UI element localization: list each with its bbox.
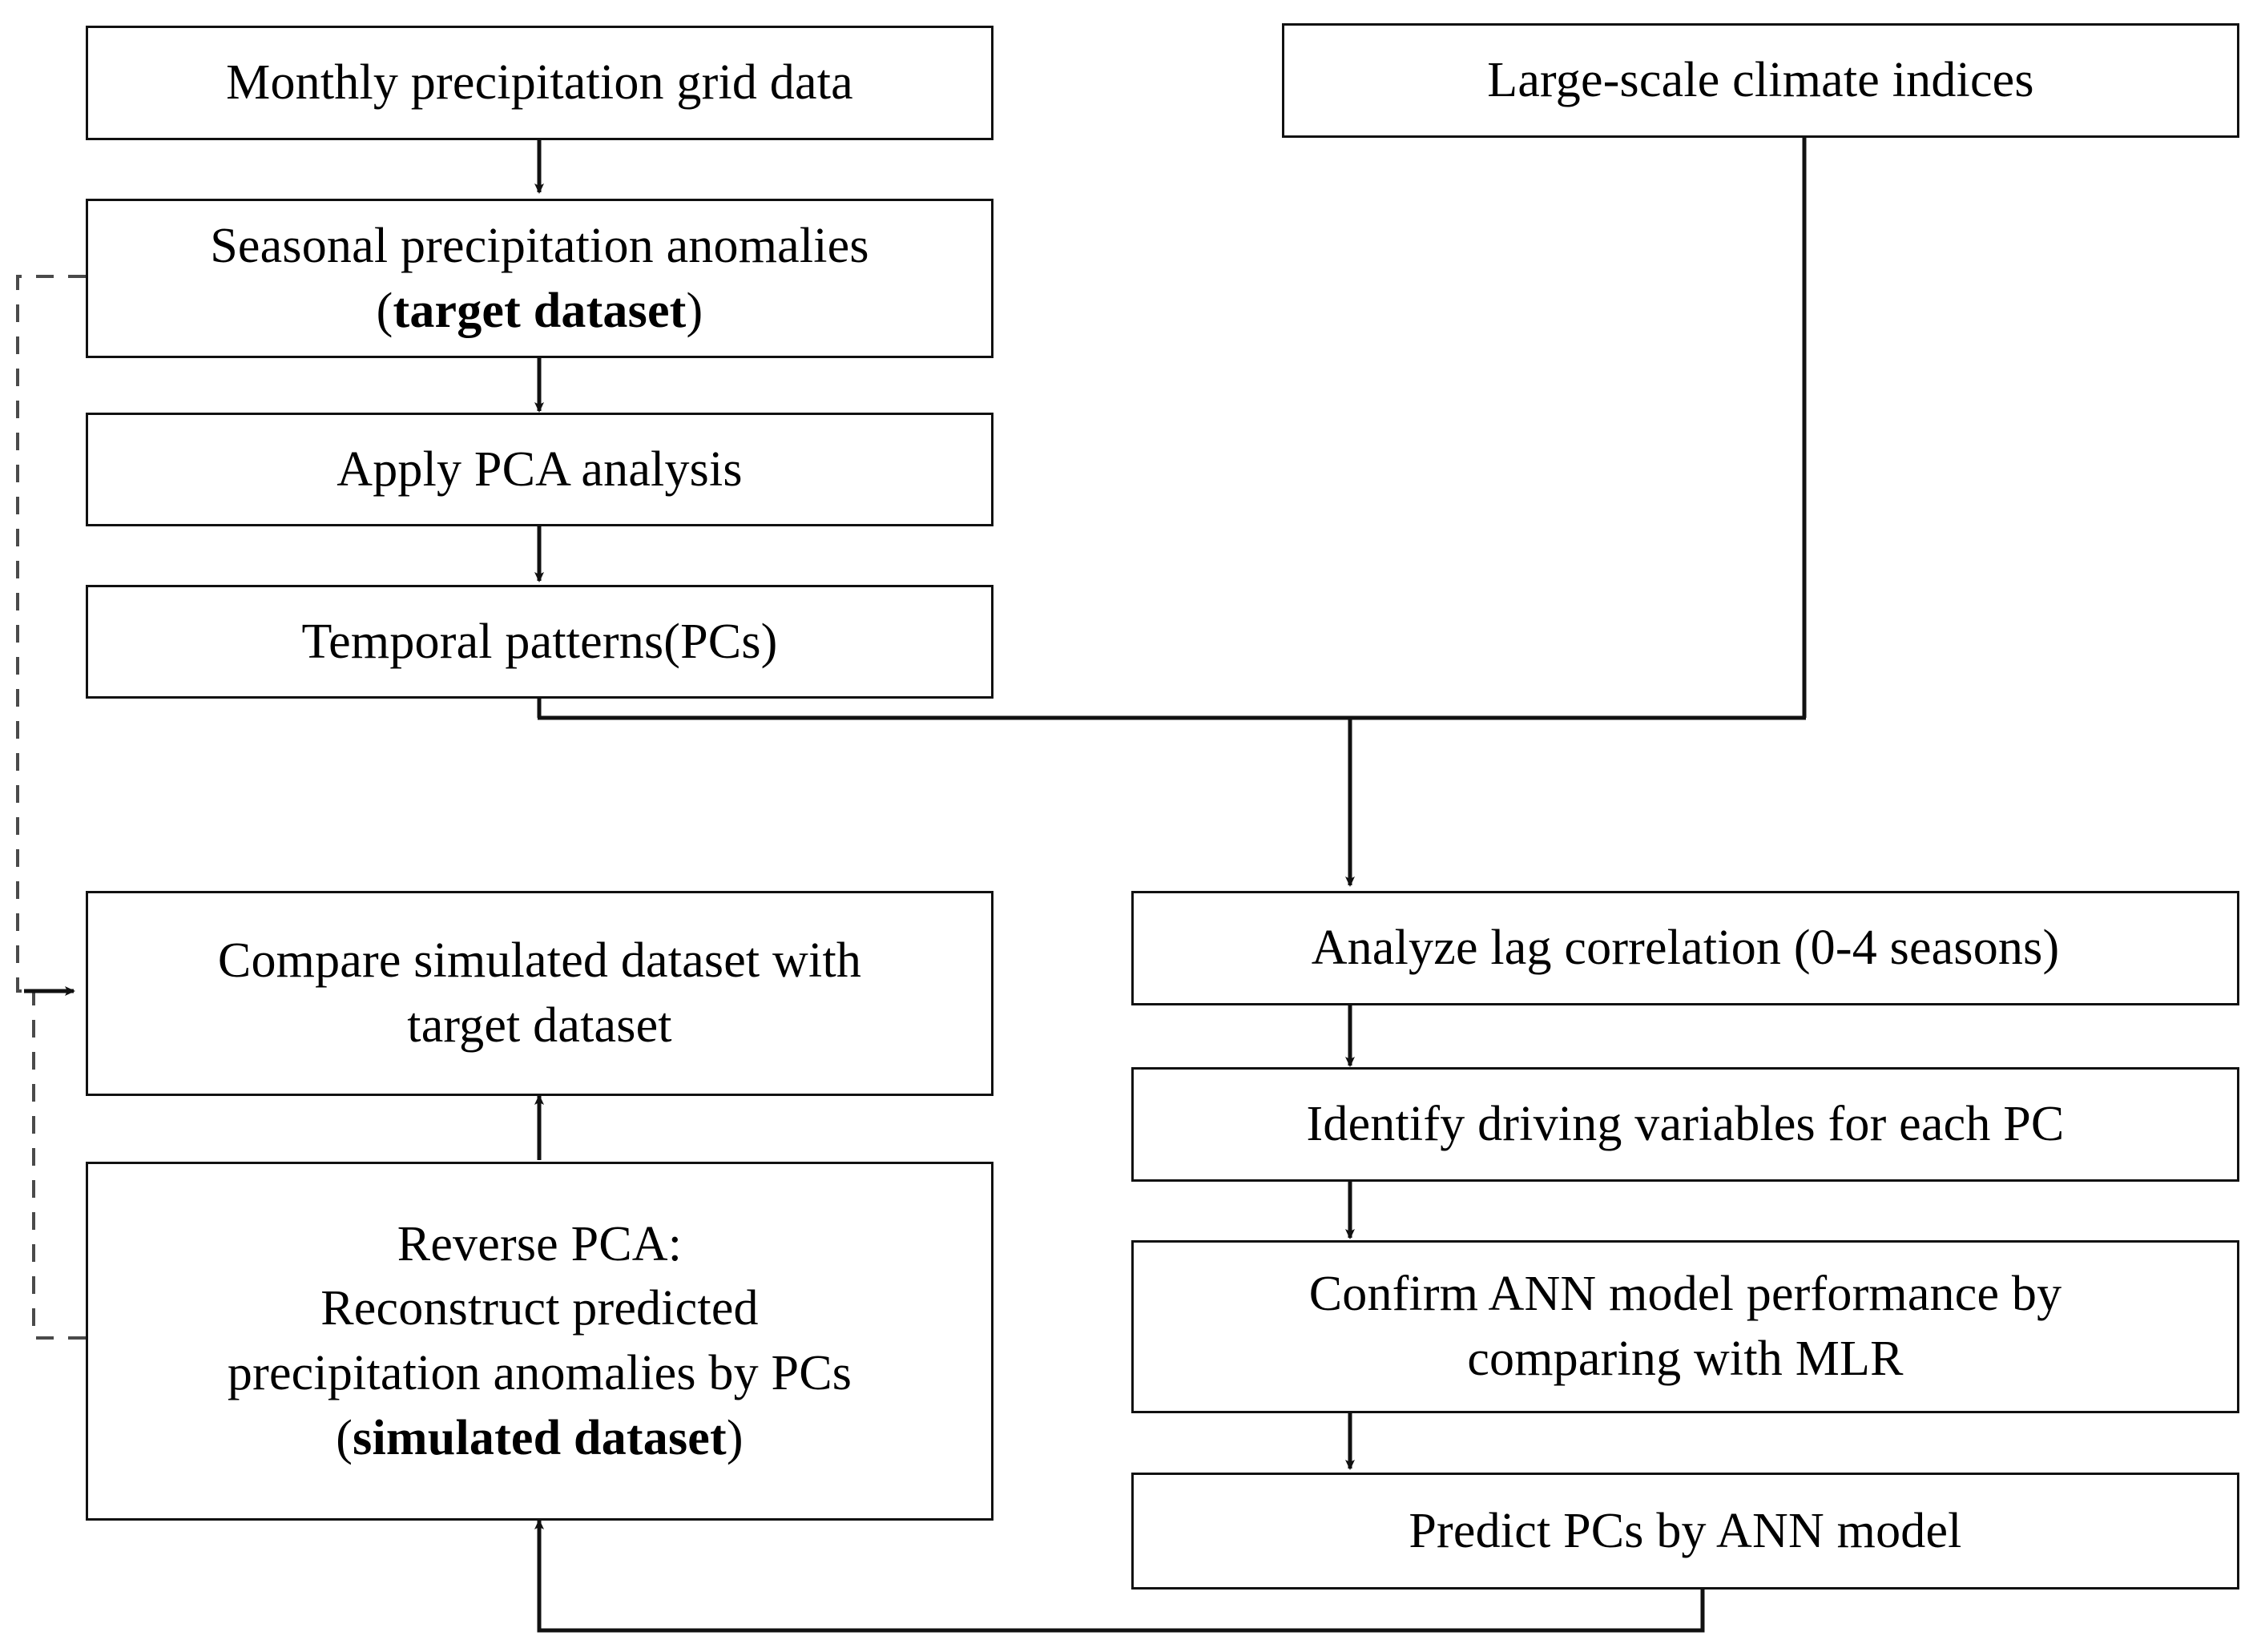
node-line: Apply PCA analysis xyxy=(337,441,743,497)
node-identify-driving-variables[interactable]: Identify driving variables for each PC xyxy=(1131,1067,2239,1182)
edge-seasonal-dashed-rail xyxy=(16,275,86,993)
node-line: Reconstruct predicted xyxy=(320,1281,759,1336)
node-line: Analyze lag correlation (0-4 seasons) xyxy=(1311,921,2060,976)
edge-predict-to-reverse-loop xyxy=(534,1519,1705,1633)
node-line: Large-scale climate indices xyxy=(1487,53,2034,108)
emphasis-text: simulated dataset xyxy=(353,1410,727,1465)
node-large-scale-climate-indices[interactable]: Large-scale climate indices xyxy=(1282,23,2239,138)
node-analyze-lag-correlation[interactable]: Analyze lag correlation (0-4 seasons) xyxy=(1131,891,2239,1005)
node-line: comparing with MLR xyxy=(1467,1332,1904,1386)
node-line: Compare simulated dataset with xyxy=(217,933,862,989)
node-confirm-ann-model-performance[interactable]: Confirm ANN model performance by compari… xyxy=(1131,1240,2239,1413)
emphasis-text: target dataset xyxy=(393,283,687,338)
node-line-bold: (simulated dataset) xyxy=(336,1410,744,1465)
node-compare-simulated-with-target[interactable]: Compare simulated dataset with target da… xyxy=(86,891,993,1096)
node-apply-pca-analysis[interactable]: Apply PCA analysis xyxy=(86,413,993,526)
node-monthly-precipitation-grid-data[interactable]: Monthly precipitation grid data xyxy=(86,26,993,140)
node-line: Monthly precipitation grid data xyxy=(226,55,853,111)
node-temporal-patterns-pcs[interactable]: Temporal patterns(PCs) xyxy=(86,585,993,699)
node-reverse-pca-reconstruct[interactable]: Reverse PCA: Reconstruct predicted preci… xyxy=(86,1162,993,1521)
node-line: Temporal patterns(PCs) xyxy=(301,614,778,669)
node-line: target dataset xyxy=(407,998,672,1053)
node-line: Identify driving variables for each PC xyxy=(1306,1097,2065,1152)
node-seasonal-precipitation-anomalies[interactable]: Seasonal precipitation anomalies (target… xyxy=(86,199,993,358)
node-line: precipitation anomalies by PCs xyxy=(227,1346,852,1400)
node-line: Seasonal precipitation anomalies xyxy=(210,218,869,273)
node-line-bold: (target dataset) xyxy=(376,283,703,338)
node-line: Confirm ANN model performance by xyxy=(1308,1267,2062,1322)
node-line: Reverse PCA: xyxy=(397,1216,683,1271)
node-line: Predict PCs by ANN model xyxy=(1409,1503,1962,1558)
edge-reverse-dashed-rail xyxy=(32,991,86,1340)
node-predict-pcs-by-ann-model[interactable]: Predict PCs by ANN model xyxy=(1131,1473,2239,1590)
